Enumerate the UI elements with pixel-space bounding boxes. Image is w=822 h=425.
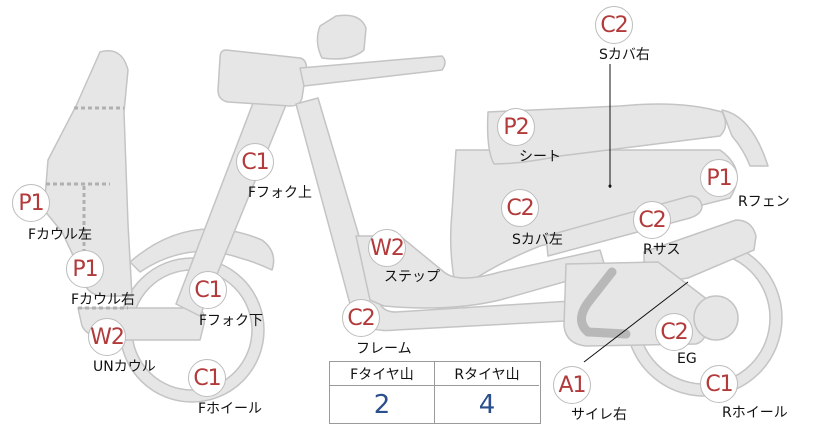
- code-badge-front-fork-lower: C1: [189, 271, 227, 309]
- label-right-side-cover: Sカバ右: [599, 47, 650, 63]
- label-engine: EG: [677, 351, 697, 367]
- step-floor-shape: [355, 235, 607, 309]
- rear-tire-value: 4: [478, 389, 496, 420]
- code-badge-engine: C2: [655, 313, 693, 351]
- code-badge-step: W2: [368, 229, 406, 267]
- label-seat: シート: [519, 149, 561, 165]
- label-frame: フレーム: [356, 341, 412, 357]
- headlight-shape: [217, 49, 308, 107]
- label-rear-suspension: Rサス: [643, 242, 681, 258]
- code-badge-rear-suspension: C2: [633, 201, 671, 239]
- code-badge-front-wheel: C1: [188, 359, 226, 397]
- tire-tread-table: Fタイヤ山 Rタイヤ山 2 4: [329, 361, 541, 424]
- label-rear-fender: Rフェン: [738, 194, 790, 210]
- code-badge-right-side-cover: C2: [595, 6, 633, 44]
- label-front-cowl-left: Fカウル左: [28, 227, 93, 243]
- label-under-cowl: UNカウル: [93, 359, 156, 375]
- label-muffler-right: サイレ右: [571, 407, 627, 423]
- code-badge-frame: C2: [342, 299, 380, 337]
- label-step: ステップ: [384, 269, 440, 285]
- mirror-shape: [316, 14, 367, 60]
- code-badge-front-fork-upper: C1: [236, 143, 274, 181]
- front-tire-header: Fタイヤ山: [330, 362, 435, 386]
- code-badge-muffler-right: A1: [553, 366, 591, 404]
- leader-line-muffler: [583, 281, 689, 363]
- code-badge-rear-wheel: C1: [700, 365, 738, 403]
- label-rear-wheel: Rホイール: [722, 405, 788, 421]
- code-badge-rear-fender: P1: [700, 159, 738, 197]
- muffler-shape: [577, 267, 631, 339]
- label-front-cowl-right: Fカウル右: [71, 292, 136, 308]
- label-front-fork-lower: Fフォク下: [199, 313, 264, 329]
- rear-tire-header: Rタイヤ山: [435, 362, 539, 386]
- rear-fender-shape: [721, 109, 769, 167]
- code-badge-left-side-cover: C2: [501, 189, 539, 227]
- handlebar-shape: [299, 55, 446, 87]
- seat-shape: [486, 103, 727, 165]
- label-front-wheel: Fホイール: [198, 401, 263, 417]
- label-front-fork-upper: Fフォク上: [248, 185, 313, 201]
- engine-hub: [693, 295, 739, 341]
- code-badge-under-cowl: W2: [88, 318, 126, 356]
- code-badge-front-cowl-right: P1: [66, 250, 104, 288]
- leader-dot-right-cover: [608, 184, 612, 188]
- label-left-side-cover: Sカバ左: [512, 232, 563, 248]
- code-badge-front-cowl-left: P1: [12, 184, 50, 222]
- front-tire-value: 2: [330, 386, 435, 423]
- code-badge-seat: P2: [497, 108, 535, 146]
